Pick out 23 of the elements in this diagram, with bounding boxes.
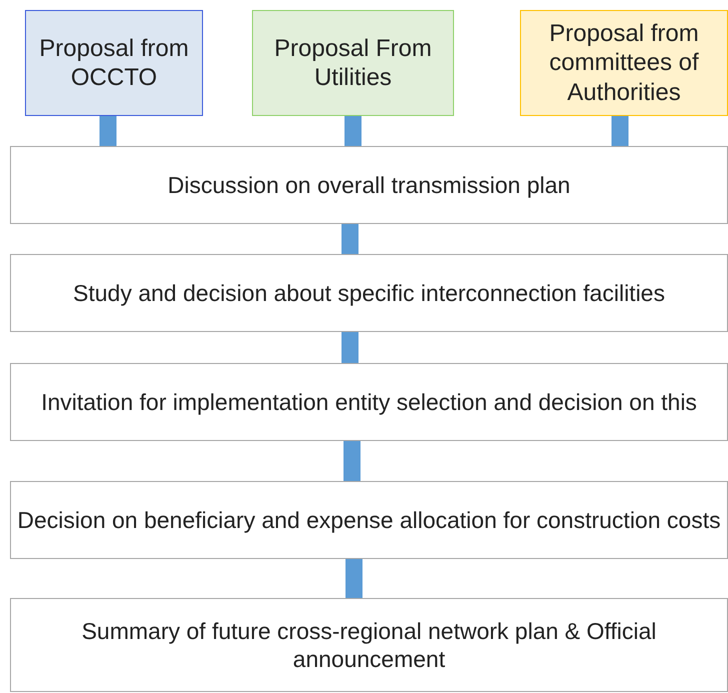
box-text: Proposal from committees of Authorities: [548, 19, 700, 107]
proposal-box: [520, 10, 728, 116]
process-box: [10, 146, 728, 224]
process-box: [10, 254, 728, 332]
box-text: Study and decision about specific interconnection facilities: [72, 278, 666, 308]
proposal-box: [25, 10, 203, 116]
connector-bar: [344, 116, 362, 146]
process-box: [10, 481, 728, 559]
process-box: [10, 363, 728, 441]
box-text: Summary of future cross-regional network plan & Official announcement: [80, 616, 658, 674]
connector-bar: [346, 559, 362, 598]
box-text: Decision on beneficiary and expense allocation for construction costs: [16, 506, 722, 534]
connector-bar: [342, 332, 358, 363]
process-box: [10, 598, 728, 692]
connector-bar: [344, 441, 360, 481]
proposal-box: [252, 10, 454, 116]
connector-bar: [100, 116, 116, 146]
connector-bar: [342, 224, 358, 254]
box-text: Proposal From Utilities: [273, 34, 433, 92]
box-text: Discussion on overall transmission plan: [166, 170, 572, 200]
box-text: Invitation for implementation entity selection and decision on this: [40, 388, 698, 416]
box-text: Proposal from OCCTO: [38, 34, 190, 92]
connector-bar: [612, 116, 628, 146]
